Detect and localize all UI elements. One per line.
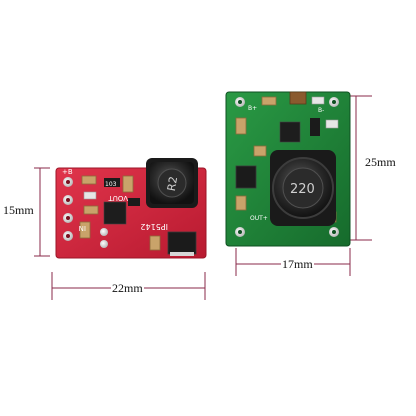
red-silk-vout: VOUT (108, 194, 128, 202)
red-board-width-label: 22mm (111, 281, 144, 295)
red-board-height-label: 15mm (2, 203, 35, 217)
green-board-pads (235, 97, 339, 237)
green-silk-bplus: B+ (248, 105, 257, 112)
red-silk-in: IN (79, 224, 86, 232)
green-silk-outplus: OUT+ (250, 215, 268, 222)
green-silk-bminus: B- (318, 107, 324, 114)
red-silk-bplus: +B (62, 168, 73, 176)
red-inductor-text: R2 (165, 175, 180, 192)
green-charger-board: B+ B- OUT+ 220 (225, 91, 351, 247)
red-board-pads (63, 177, 108, 248)
red-silk-ic: IP5142 (140, 222, 168, 231)
red-charger-board: +B VOUT IP5142 IN 103 R2 (55, 158, 207, 259)
green-board-width-label: 17mm (281, 257, 314, 271)
red-chip-text: 103 (105, 181, 117, 188)
green-inductor-text: 220 (290, 182, 315, 197)
green-board-height-label: 25mm (364, 155, 397, 169)
